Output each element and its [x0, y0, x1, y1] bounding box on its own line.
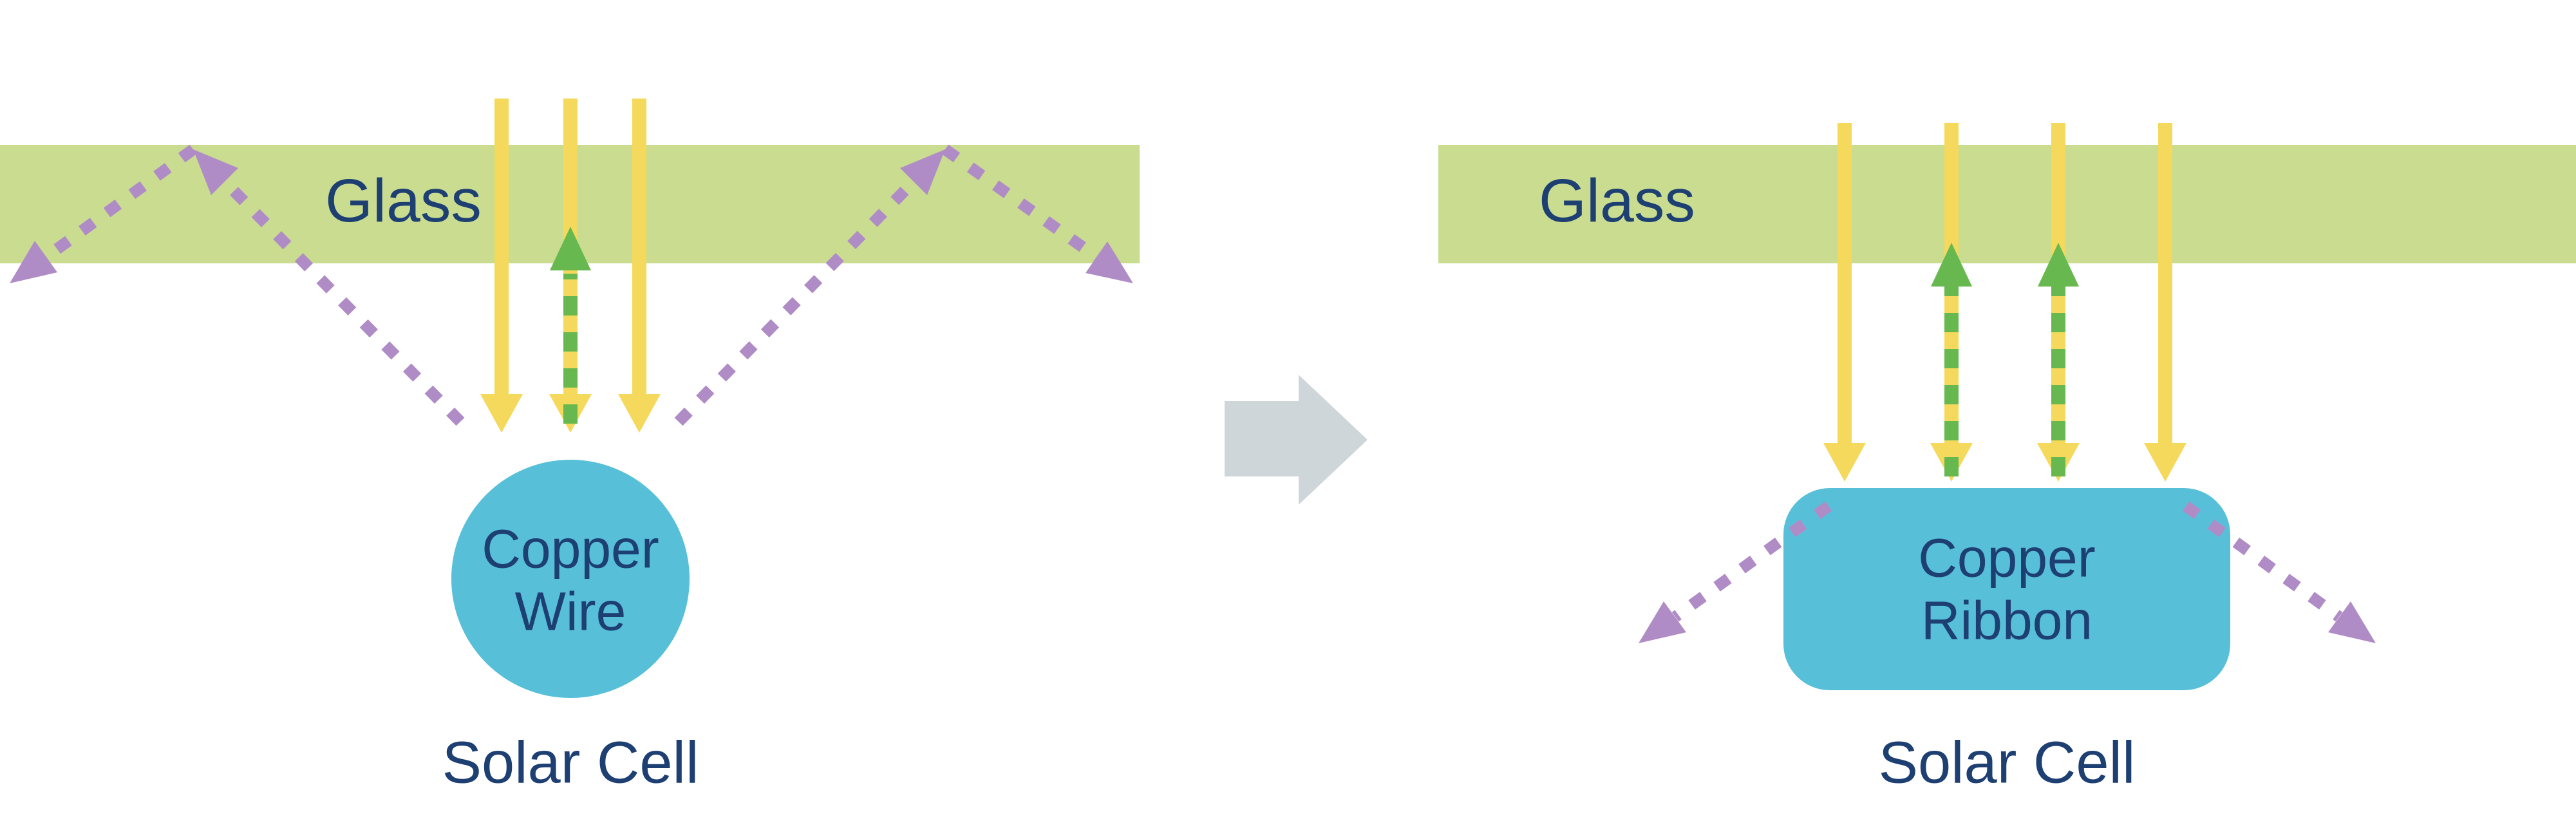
copper-wire: [451, 460, 690, 698]
copper-ribbon-label-line1: Copper: [1918, 527, 2096, 588]
sunlight-arrow: [2144, 123, 2186, 482]
glass-label: Glass: [1539, 167, 1695, 236]
sunlight-arrow: [480, 99, 523, 433]
escaped-light-arrow: [2182, 501, 2376, 643]
copper-ribbon-label-line2: Ribbon: [1921, 590, 2093, 650]
solar-cell-caption: Solar Cell: [442, 730, 699, 796]
reflected-light-arrow: [2038, 243, 2079, 476]
right-diagram: [1438, 123, 2576, 690]
glass-layer: [1438, 145, 2576, 263]
transform-arrow-icon: [1225, 375, 1368, 505]
copper-wire-label-line1: Copper: [482, 518, 659, 579]
sunlight-arrow: [618, 99, 661, 433]
copper-ribbon-label: Copper Ribbon: [1918, 527, 2096, 651]
copper-wire-label-line2: Wire: [514, 581, 626, 641]
glass-label: Glass: [325, 167, 482, 236]
copper-ribbon: [1783, 488, 2230, 690]
copper-wire-label: Copper Wire: [482, 518, 659, 642]
escaped-light-arrow: [10, 144, 465, 426]
left-diagram: [0, 99, 1140, 698]
escaped-light-arrow: [1639, 501, 1832, 643]
solar-cell-caption: Solar Cell: [1878, 730, 2136, 796]
reflected-light-arrow: [550, 227, 591, 424]
sunlight-arrow: [1823, 123, 1866, 482]
reflected-light-arrow: [1931, 243, 1972, 476]
escaped-light-arrow: [674, 144, 1133, 426]
